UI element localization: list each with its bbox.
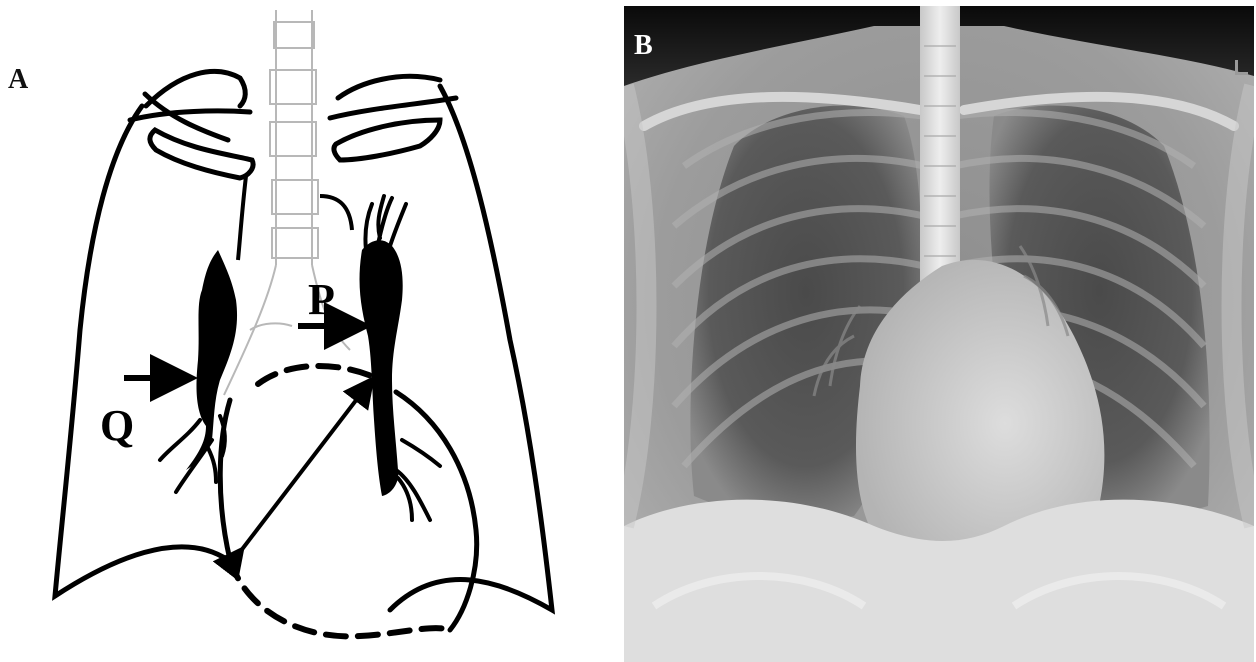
heart-outline-solid xyxy=(220,392,476,630)
panel-b-label: B xyxy=(634,32,653,60)
side-marker xyxy=(1235,60,1248,75)
label-q: Q xyxy=(100,401,134,450)
right-lung-outline xyxy=(390,86,552,610)
panel-a-diagram: A xyxy=(0,0,612,662)
chest-xray-image xyxy=(624,6,1254,662)
panel-b-radiograph: B xyxy=(624,6,1254,662)
left-hilum-vessel xyxy=(360,240,403,496)
right-hilum-vessel xyxy=(186,250,237,470)
cardiac-width-arrow xyxy=(240,382,370,552)
label-p: P xyxy=(308,275,335,324)
upper-ribs xyxy=(130,71,456,178)
left-mediastinal-border xyxy=(320,196,352,230)
chest-schematic: P Q xyxy=(0,0,612,662)
right-mediastinal-border xyxy=(238,176,246,260)
